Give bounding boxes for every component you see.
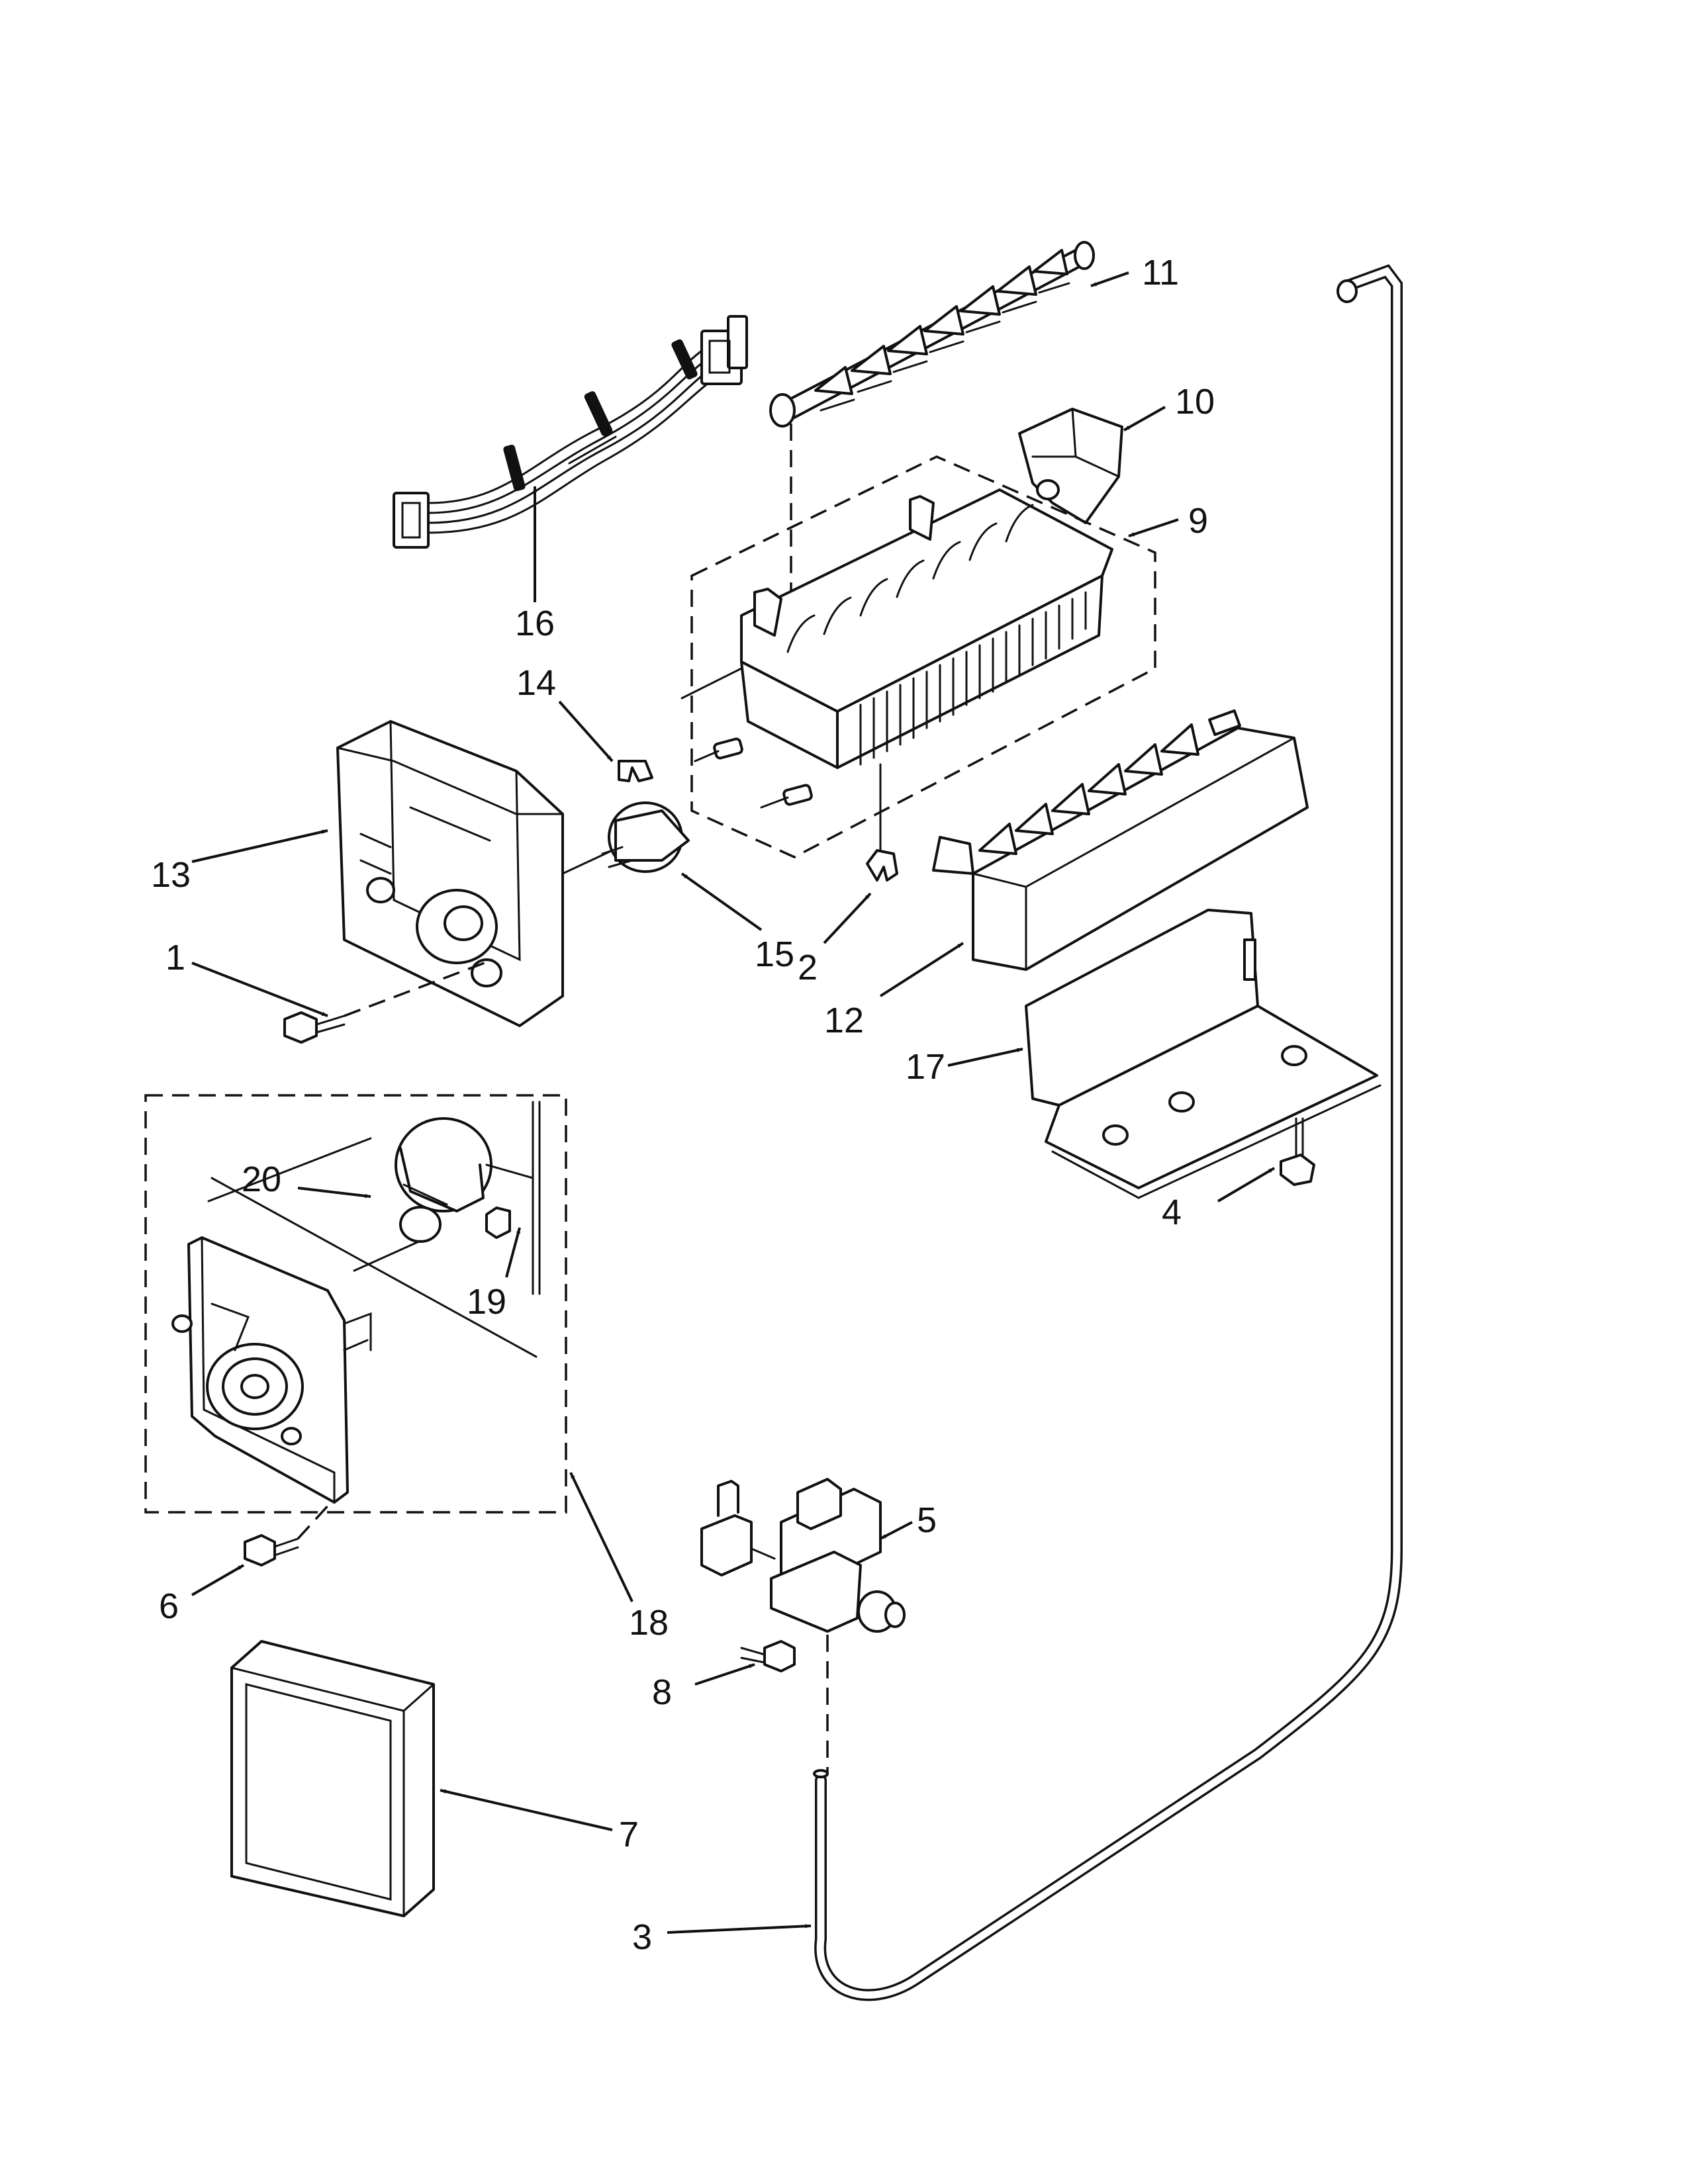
callout-3: 3 [632,1917,652,1957]
part-20-motor [353,1101,541,1295]
part-4-screw [1280,1117,1315,1186]
part-18-motor-module [171,1137,538,1504]
callout-13: 13 [151,855,191,895]
callout-18: 18 [629,1603,669,1643]
part-7-cover [230,1640,435,1917]
part-2-clip [866,849,898,882]
callout-4: 4 [1162,1193,1182,1232]
part-3-water-tube [813,264,1403,2001]
callout-16: 16 [515,604,555,643]
part-9-ice-mold-group [680,455,1156,858]
callout-12: 12 [824,1001,864,1040]
part-14-clip [618,760,653,782]
part-10-fill-cup [1018,408,1123,524]
part-11-ejector [769,241,1095,428]
part-19-screw [485,1206,511,1239]
callout-8: 8 [652,1672,672,1712]
part-13-housing [336,720,614,1027]
callout-2: 2 [798,948,818,987]
callout-7: 7 [619,1815,639,1854]
part-5-water-valve [700,1478,906,1633]
callout-9: 9 [1188,501,1208,541]
callout-6: 6 [159,1586,179,1626]
part-1-screw [283,1011,346,1044]
part-16-wire-harness [393,315,748,549]
callout-17: 17 [906,1047,945,1087]
part-15-thermostat [601,801,690,873]
part-18-motor-module-group [144,1094,567,1514]
part-12-stripper [932,709,1309,971]
part-6-screw [244,1534,299,1567]
callout-15: 15 [755,934,794,974]
callout-1: 1 [165,938,185,978]
callout-11: 11 [1142,253,1179,293]
callout-10: 10 [1175,382,1215,422]
callout-19: 19 [467,1282,506,1322]
callout-5: 5 [917,1500,937,1540]
part-17-bin [1025,909,1382,1199]
part-8-screw [740,1640,796,1672]
callout-14: 14 [516,663,556,703]
callout-20: 20 [242,1160,281,1199]
